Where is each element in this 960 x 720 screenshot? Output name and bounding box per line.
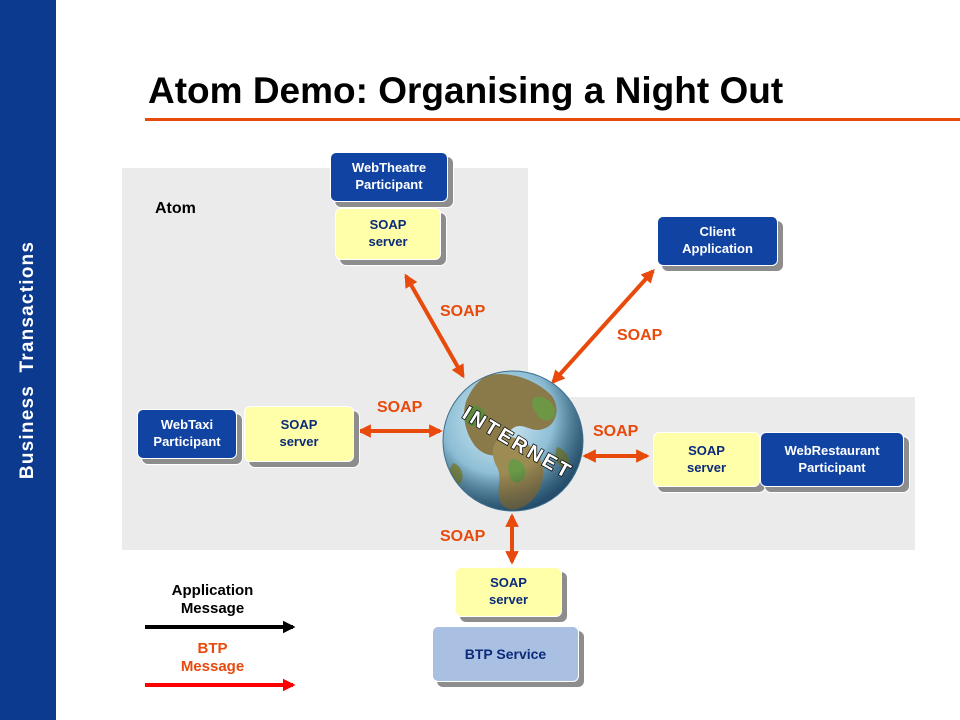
title-underline <box>145 118 960 121</box>
legend-application-message: Application Message <box>171 582 254 617</box>
client-application-box: Client Application <box>657 216 778 266</box>
soap-server-btp-box: SOAP server <box>455 567 562 617</box>
soap-label-taxi: SOAP <box>377 399 423 416</box>
soap-label-theatre: SOAP <box>440 303 486 320</box>
webtheatre-participant-box: WebTheatre Participant <box>330 152 448 202</box>
webrestaurant-participant-box: WebRestaurant Participant <box>760 432 904 487</box>
page-title: Atom Demo: Organising a Night Out <box>148 70 784 111</box>
soap-label-client: SOAP <box>617 327 663 344</box>
arrow-client <box>551 268 655 385</box>
sidebar <box>0 0 56 720</box>
arrow-theatre <box>404 273 465 379</box>
soap-label-restaurant: SOAP <box>593 423 639 440</box>
internet-globe-icon: INTERNET <box>442 370 584 512</box>
soap-server-restaurant-box: SOAP server <box>653 432 760 487</box>
btp-service-box: BTP Service <box>432 626 579 682</box>
soap-server-theatre-box: SOAP server <box>335 208 441 260</box>
soap-server-taxi-box: SOAP server <box>244 406 354 462</box>
atom-label: Atom <box>155 200 196 217</box>
legend-btp-message: BTP Message <box>180 640 245 675</box>
soap-label-btp: SOAP <box>440 528 486 545</box>
webtaxi-participant-box: WebTaxi Participant <box>137 409 237 459</box>
